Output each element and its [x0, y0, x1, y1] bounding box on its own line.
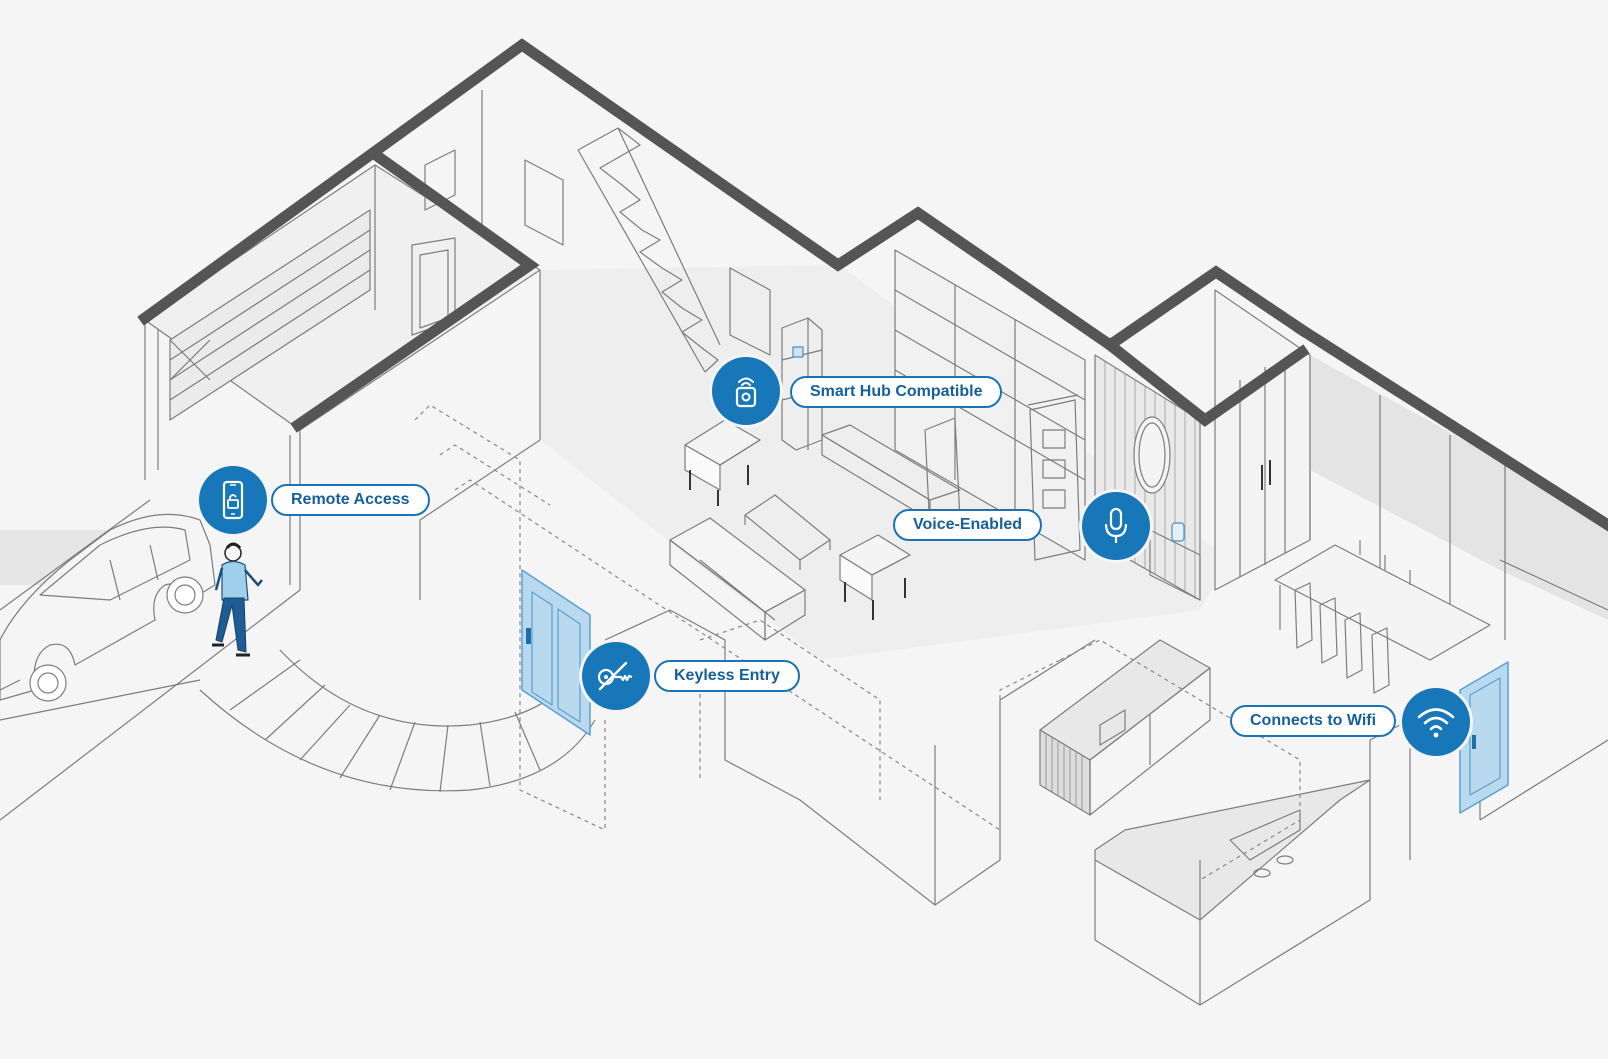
smart-lock-glyph [735, 377, 757, 408]
smartphone-lock-glyph [222, 480, 244, 520]
side-door [1459, 661, 1509, 814]
keyless-entry-label[interactable]: Keyless Entry [654, 660, 800, 692]
smart-lock-icon[interactable] [712, 357, 780, 425]
person-illustration [212, 542, 263, 657]
smartphone-lock-icon[interactable] [199, 466, 267, 534]
roof-outline [137, 38, 1310, 352]
front-door [521, 569, 591, 736]
wifi-glyph [1417, 708, 1455, 738]
wall-mirror [1133, 416, 1171, 494]
remote-access-label[interactable]: Remote Access [271, 484, 430, 516]
smart-hub-label[interactable]: Smart Hub Compatible [790, 376, 1003, 408]
wifi-icon[interactable] [1402, 688, 1470, 756]
microphone-glyph [1104, 507, 1128, 543]
voice-enabled-label[interactable]: Voice-Enabled [893, 509, 1043, 541]
microphone-icon[interactable] [1082, 492, 1150, 560]
crossed-key-glyph [597, 661, 633, 691]
crossed-key-icon[interactable] [582, 642, 650, 710]
stone-wall [1310, 355, 1608, 620]
wifi-label[interactable]: Connects to Wifi [1230, 705, 1397, 737]
car-illustration [0, 513, 216, 702]
walkway-arc [199, 689, 596, 792]
